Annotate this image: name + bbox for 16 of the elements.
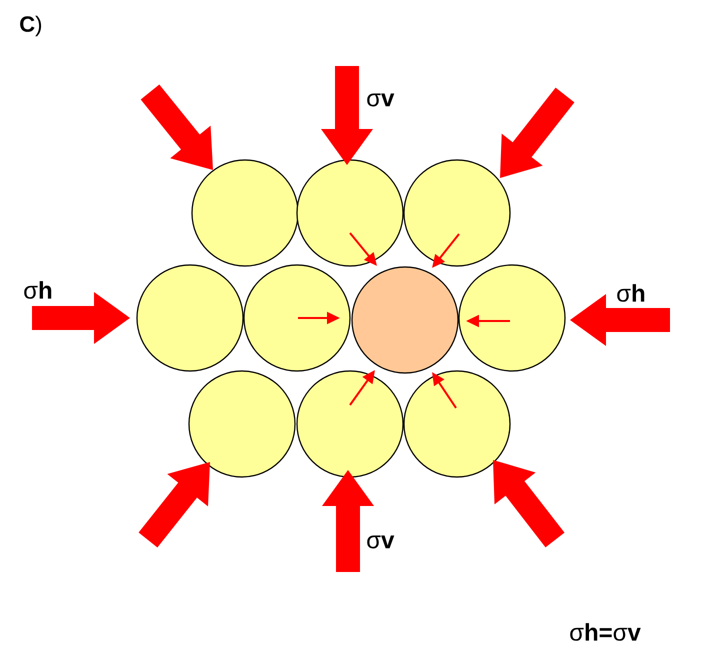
stress-label: σv (367, 536, 394, 548)
grain-circle (458, 264, 566, 372)
grain-circle (136, 264, 244, 372)
stress-label: σh=σv (570, 623, 641, 641)
stress-label: σv (367, 94, 394, 106)
stress-label: σh (617, 284, 644, 302)
grain-circle (188, 370, 296, 478)
grain-circle (296, 159, 404, 267)
grain-circle (403, 370, 511, 478)
grain-circle (296, 370, 404, 478)
grain-circle (243, 264, 351, 372)
grain-circle (351, 266, 459, 374)
panel-label: C) (20, 16, 42, 36)
stress-label: σh (24, 281, 52, 299)
grain-circle (191, 159, 299, 267)
grain-circle (403, 159, 511, 267)
